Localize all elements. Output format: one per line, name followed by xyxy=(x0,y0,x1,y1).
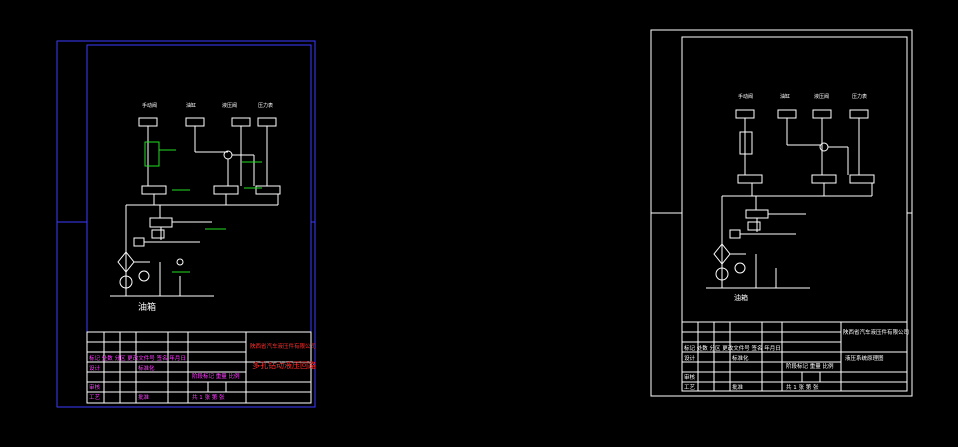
right-drawing-title: 液压系统原理图 xyxy=(845,354,884,362)
left-row-approve: 批准 xyxy=(138,393,150,401)
right-row-approve: 批准 xyxy=(732,383,744,391)
right-row-revision: 标记 处数 分区 更改文件号 签名 年月日 xyxy=(684,344,781,352)
left-component-labels: 手动阀 油缸 液压阀 压力表 xyxy=(142,102,273,109)
right-stage-row: 阶段标记 重量 比例 xyxy=(786,362,834,370)
left-label-manual-valve: 手动阀 xyxy=(142,102,157,109)
right-sheet[interactable]: 手动阀 油缸 液压阀 压力表 油箱 陕西省汽车液压件有限公司 液压系统原理图 xyxy=(650,29,913,397)
right-row-design: 设计 xyxy=(684,354,696,362)
right-label-cylinder: 油缸 xyxy=(780,93,790,100)
left-sheet[interactable]: 手动阀 油缸 液压阀 压力表 油箱 陕西省汽车液压件有限公司 多孔钻动 xyxy=(56,40,316,408)
left-row-process: 工艺 xyxy=(89,394,101,401)
left-label-hydraulic-valve: 液压阀 xyxy=(222,102,237,109)
left-hydraulic-circuit xyxy=(110,117,281,297)
left-row-standard: 标准化 xyxy=(138,364,155,372)
right-row-standard: 标准化 xyxy=(732,354,749,362)
left-row-review: 审核 xyxy=(89,383,101,391)
right-title-block xyxy=(681,321,908,392)
left-company-name: 陕西省汽车液压件有限公司 xyxy=(250,342,316,350)
left-sheet-row: 共 1 张 第 张 xyxy=(192,393,225,401)
right-component-labels: 手动阀 油缸 液压阀 压力表 xyxy=(738,93,867,100)
right-label-pressure-gauge: 压力表 xyxy=(852,93,867,100)
right-row-process: 工艺 xyxy=(684,384,696,391)
left-sheet-outer-border xyxy=(56,40,316,408)
left-drawing-title: 多孔钻动液压回路 xyxy=(252,360,316,370)
right-tank-label: 油箱 xyxy=(734,293,748,302)
right-sheet-row: 共 1 张 第 张 xyxy=(786,383,819,391)
left-label-pressure-gauge: 压力表 xyxy=(258,102,273,109)
left-row-design: 设计 xyxy=(89,364,101,372)
left-title-block-text: 陕西省汽车液压件有限公司 多孔钻动液压回路 标记 处数 分区 更改文件号 签名 … xyxy=(89,342,316,401)
left-circuit-annotations xyxy=(159,149,262,273)
left-title-block xyxy=(86,331,312,404)
left-label-cylinder: 油缸 xyxy=(186,102,196,109)
right-company-name: 陕西省汽车液压件有限公司 xyxy=(843,328,909,336)
left-tank-label: 油箱 xyxy=(138,301,156,313)
right-title-block-text: 陕西省汽车液压件有限公司 液压系统原理图 标记 处数 分区 更改文件号 签名 年… xyxy=(684,328,909,391)
right-row-review: 审核 xyxy=(684,373,696,381)
left-stage-row: 阶段标记 重量 比例 xyxy=(192,372,240,380)
right-hydraulic-circuit xyxy=(706,109,875,289)
right-label-manual-valve: 手动阀 xyxy=(738,93,753,100)
right-label-hydraulic-valve: 液压阀 xyxy=(814,93,829,100)
left-row-revision: 标记 处数 分区 更改文件号 签名 年月日 xyxy=(89,354,186,362)
